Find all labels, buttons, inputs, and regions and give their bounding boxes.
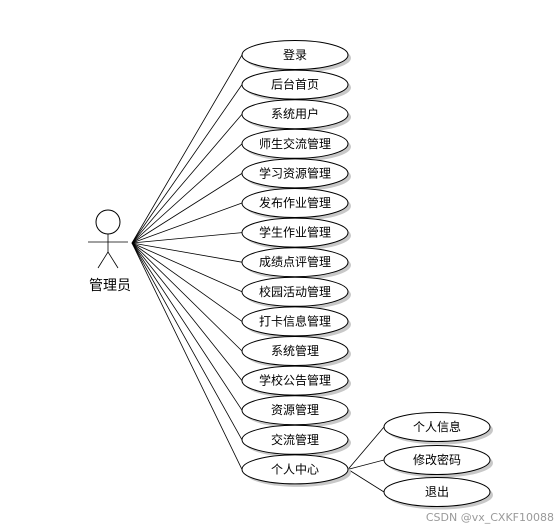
use-case: 师生交流管理 xyxy=(241,128,351,162)
sub-use-case-label: 退出 xyxy=(425,485,449,499)
use-case-ellipse xyxy=(241,365,349,396)
use-cases: 登录后台首页系统用户师生交流管理学习资源管理发布作业管理学生作业管理成绩点评管理… xyxy=(241,40,351,487)
association-line xyxy=(131,242,243,263)
use-case-label: 学习资源管理 xyxy=(259,165,331,180)
use-case-label: 交流管理 xyxy=(271,432,319,447)
use-case-ellipse xyxy=(241,454,349,485)
use-case: 成绩点评管理 xyxy=(241,247,351,280)
use-case-ellipse xyxy=(241,128,349,159)
use-case: 打卡信息管理 xyxy=(241,306,351,339)
use-case-label: 发布作业管理 xyxy=(259,195,331,210)
use-case-ellipse xyxy=(241,247,349,278)
use-case-label: 系统管理 xyxy=(271,343,319,358)
use-case-label: 系统用户 xyxy=(271,106,319,121)
actor-label: 管理员 xyxy=(89,278,131,294)
use-case: 学生作业管理 xyxy=(241,217,351,251)
association-line xyxy=(131,242,243,470)
use-case: 校园活动管理 xyxy=(241,276,351,310)
association-line xyxy=(131,242,243,440)
use-case-label: 资源管理 xyxy=(271,402,319,417)
association-line xyxy=(131,242,243,322)
association-line xyxy=(131,232,243,244)
use-case-label: 后台首页 xyxy=(271,77,319,92)
association-line xyxy=(131,242,243,293)
use-case-ellipse xyxy=(241,306,349,337)
include-line xyxy=(347,426,385,470)
use-case-label: 成绩点评管理 xyxy=(259,254,331,269)
use-case-ellipse xyxy=(241,158,349,189)
use-case-label: 个人中心 xyxy=(271,461,319,476)
use-case-label: 学校公告管理 xyxy=(259,373,331,388)
actor-admin: 管理员 xyxy=(88,209,131,294)
use-case: 交流管理 xyxy=(241,424,351,458)
use-case-ellipse xyxy=(241,99,349,130)
use-case: 后台首页 xyxy=(241,69,351,103)
association-line xyxy=(131,84,243,244)
sub-use-case: 修改密码 xyxy=(383,445,493,478)
use-case-label: 登录 xyxy=(283,47,307,62)
include-line xyxy=(347,459,385,470)
use-case: 发布作业管理 xyxy=(241,188,351,221)
association-line xyxy=(131,242,243,411)
actor-right-leg xyxy=(107,251,119,269)
sub-use-case: 退出 xyxy=(383,477,493,510)
actor-left-leg xyxy=(97,251,109,269)
sub-use-case: 个人信息 xyxy=(383,412,493,445)
use-case: 系统用户 xyxy=(241,99,351,132)
use-case-ellipse xyxy=(241,424,349,455)
use-case-ellipse xyxy=(241,69,349,100)
association-line xyxy=(131,54,243,244)
sub-use-case-ellipse xyxy=(383,412,491,442)
association-line xyxy=(131,202,243,244)
association-lines xyxy=(131,54,385,493)
association-line xyxy=(131,143,243,244)
association-line xyxy=(131,173,243,244)
use-case: 系统管理 xyxy=(241,336,351,369)
actor-head xyxy=(95,209,121,235)
use-case-ellipse xyxy=(241,336,349,366)
association-line xyxy=(131,113,243,244)
use-case: 登录 xyxy=(241,40,351,73)
sub-use-case-label: 修改密码 xyxy=(413,452,461,467)
use-case: 资源管理 xyxy=(241,395,351,428)
association-line xyxy=(131,242,243,381)
use-case: 个人中心 xyxy=(241,454,351,487)
use-case-ellipse xyxy=(241,395,349,426)
sub-use-case-ellipse xyxy=(383,477,491,507)
use-case-label: 打卡信息管理 xyxy=(259,313,331,328)
association-line xyxy=(131,242,243,352)
use-case: 学习资源管理 xyxy=(241,158,351,191)
use-case-ellipse xyxy=(241,40,349,70)
use-case-label: 师生交流管理 xyxy=(259,136,331,151)
use-case-label: 校园活动管理 xyxy=(259,284,331,299)
sub-use-case-ellipse xyxy=(383,445,491,475)
use-case-ellipse xyxy=(241,188,349,218)
use-case-label: 学生作业管理 xyxy=(259,225,331,240)
use-case-ellipse xyxy=(241,217,349,248)
include-line xyxy=(347,469,385,493)
use-case: 学校公告管理 xyxy=(241,365,351,399)
use-case-ellipse xyxy=(241,276,349,307)
watermark: CSDN @vx_CXKF10088 xyxy=(425,511,554,524)
sub-use-case-label: 个人信息 xyxy=(413,419,461,434)
